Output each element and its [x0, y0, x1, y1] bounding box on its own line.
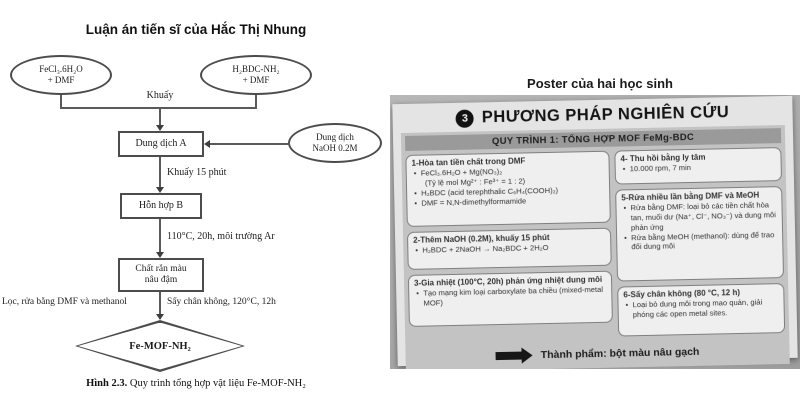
- flow-line: [159, 107, 161, 126]
- input-node-naoh-line1: Dung dịch: [316, 132, 354, 143]
- input-node-naoh-line2: NaOH 0.2M: [312, 143, 358, 153]
- step4-bullet: 10.000 rpm, 7 min: [621, 161, 776, 174]
- flow-line: [159, 219, 161, 253]
- step3-bullet: Tạo mạng kim loại carboxylate ba chiều (…: [414, 285, 606, 309]
- step-block-6: 6-Sấy chân không (80 °C, 12 h) Loại bỏ d…: [617, 283, 786, 337]
- step-block-2: 2-Thêm NaOH (0.2M), khuấy 15 phút H₂BDC …: [406, 227, 612, 270]
- box-solution-a: Dung dịch A: [118, 131, 204, 157]
- arrowhead-down-icon: [156, 125, 164, 131]
- label-stir-15min: Khuấy 15 phút: [167, 167, 227, 178]
- flow-line: [255, 95, 257, 108]
- poster-header-title: PHƯƠNG PHÁP NGHIÊN CỨU: [481, 103, 730, 127]
- poster-photo: 3 PHƯƠNG PHÁP NGHIÊN CỨU QUY TRÌNH 1: TỔ…: [390, 95, 800, 369]
- flowchart-title: Luận án tiến sĩ của Hắc Thị Nhung: [85, 22, 307, 37]
- poster-column-right: 4- Thu hồi bằng ly tâm 10.000 rpm, 7 min…: [614, 147, 786, 341]
- result-label: Fe-MOF-NH₂: [129, 340, 191, 352]
- label-filter-wash: Lọc, rửa bằng DMF và methanol: [2, 297, 127, 307]
- label-vacuum-dry: Sấy chân không, 120°C, 12h: [167, 297, 276, 307]
- poster-column-left: 1-Hòa tan tiền chất trong DMF FeCl₃.6H₂O…: [405, 150, 613, 346]
- poster-columns: 1-Hòa tan tiền chất trong DMF FeCl₃.6H₂O…: [405, 147, 786, 346]
- poster-card: 3 PHƯƠNG PHÁP NGHIÊN CỨU QUY TRÌNH 1: TỔ…: [392, 95, 798, 369]
- figure-caption-text: Quy trình tổng hợp vật liệu Fe-MOF-NH₂: [127, 378, 306, 389]
- input-node-fecl3-line2: + DMF: [47, 75, 75, 85]
- label-stir: Khuấy: [146, 90, 174, 101]
- flow-line: [60, 107, 257, 109]
- arrowhead-left-icon: [204, 140, 210, 148]
- box-mixture-b: Hỗn hợp B: [120, 193, 202, 219]
- box-brown-solid-line2: nâu đậm: [144, 275, 178, 285]
- box-mixture-b-label: Hỗn hợp B: [138, 200, 184, 212]
- flow-line: [159, 157, 161, 188]
- input-node-fecl3: FeCl₃.6H₂O + DMF: [10, 55, 112, 95]
- step-block-1: 1-Hòa tan tiền chất trong DMF FeCl₃.6H₂O…: [405, 150, 611, 227]
- figure-caption-number: Hình 2.3.: [86, 378, 128, 389]
- label-heating: 110°C, 20h, môi trường Ar: [167, 231, 275, 242]
- step-block-4: 4- Thu hồi bằng ly tâm 10.000 rpm, 7 min: [614, 147, 782, 185]
- input-node-h2bdc-line1: H₂BDC-NH₂: [232, 64, 280, 75]
- flow-line: [159, 292, 161, 315]
- right-arrow-icon: [495, 347, 533, 364]
- step6-bullet: Loại bỏ dung môi trong mao quản, giải ph…: [624, 297, 779, 320]
- poster-title: Poster của hai học sinh: [527, 76, 673, 91]
- box-brown-solid-line1: Chất rắn màu: [135, 264, 187, 275]
- input-node-fecl3-line1: FeCl₃.6H₂O: [39, 64, 83, 75]
- section-number-badge: 3: [455, 109, 475, 128]
- flow-line: [210, 143, 290, 145]
- input-node-h2bdc: H₂BDC-NH₂ + DMF: [200, 55, 312, 95]
- figure-caption: Hình 2.3. Quy trình tổng hợp vật liệu Fe…: [0, 378, 392, 389]
- input-node-naoh: Dung dịch NaOH 0.2M: [288, 123, 382, 163]
- box-brown-solid: Chất rắn màu nâu đậm: [118, 258, 204, 292]
- step-block-5: 5-Rửa nhiều lần bằng DMF và MeOH Rửa bằn…: [615, 186, 785, 282]
- flow-line: [60, 95, 62, 108]
- step5-bullet: Rửa bằng MeOH (methanol): dùng để trao đ…: [622, 230, 777, 253]
- arrowhead-down-icon: [156, 314, 164, 320]
- arrowhead-down-icon: [156, 187, 164, 193]
- poster-panel: QUY TRÌNH 1: TỔNG HỢP MOF FeMg-BDC 1-Hòa…: [400, 125, 790, 369]
- step-block-3: 3-Gia nhiệt (100°C, 20h) phản ứng nhiệt …: [407, 270, 613, 327]
- arrowhead-down-icon: [156, 252, 164, 258]
- box-solution-a-label: Dung dịch A: [135, 138, 187, 150]
- input-node-h2bdc-line2: + DMF: [242, 75, 270, 85]
- poster-footer-text: Thành phẩm: bột màu nâu gạch: [540, 345, 700, 362]
- step5-bullet: Rửa bằng DMF: loại bỏ các tiền chất hòa …: [621, 200, 777, 233]
